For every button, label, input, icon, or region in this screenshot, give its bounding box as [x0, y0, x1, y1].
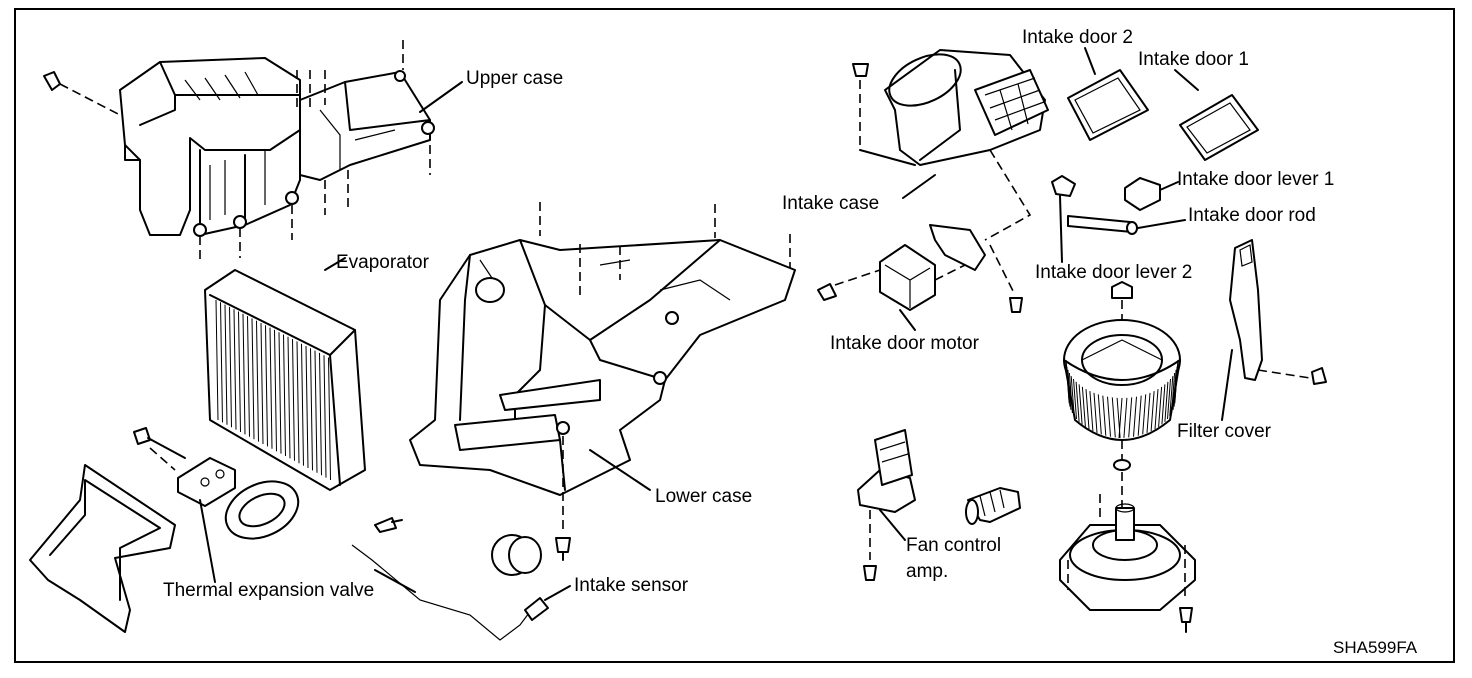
label-thermal-expansion-valve: Thermal expansion valve: [163, 580, 375, 601]
intake-door-rod-part: [1067, 215, 1186, 235]
label-intake-door-rod: Intake door rod: [1188, 205, 1316, 226]
label-intake-door-lever-2: Intake door lever 2: [1035, 262, 1193, 283]
upper-case-part: [43, 40, 463, 262]
intake-door-lever-2-part: [1051, 175, 1076, 263]
label-upper-case: Upper case: [466, 68, 564, 89]
lower-case-part: [409, 202, 796, 561]
diagram-frame: [14, 8, 1455, 663]
label-intake-case: Intake case: [782, 193, 880, 214]
label-evaporator: Evaporator: [336, 252, 429, 273]
label-intake-door-2: Intake door 2: [1022, 27, 1133, 48]
label-intake-door-motor: Intake door motor: [830, 333, 979, 354]
label-lower-case: Lower case: [655, 486, 753, 507]
label-intake-sensor: Intake sensor: [574, 575, 689, 596]
fan-control-amp-part: [857, 429, 1021, 581]
intake-door-1-part: [1174, 69, 1259, 161]
label-intake-door-1: Intake door 1: [1138, 49, 1249, 70]
figure-code: SHA599FA: [1333, 638, 1418, 657]
intake-case-part: [852, 49, 1049, 241]
blower-fan-part: [1063, 281, 1181, 510]
evaporator-part: [204, 257, 366, 491]
label-intake-door-lever-1: Intake door lever 1: [1177, 169, 1335, 190]
filter-cover-part: [1221, 239, 1327, 421]
label-filter-cover: Filter cover: [1177, 421, 1271, 442]
intake-door-2-part: [1067, 47, 1149, 141]
label-fan-control-amp-line1: Fan control: [906, 535, 1002, 556]
intake-door-motor-part: [817, 224, 1023, 331]
blower-motor-part: [1059, 494, 1196, 633]
intake-door-lever-1-part: [1124, 177, 1179, 211]
thermal-expansion-valve-part: [29, 427, 416, 633]
label-fan-control-amp-line2: amp.: [906, 561, 949, 582]
intake-sensor-part: [351, 517, 571, 641]
